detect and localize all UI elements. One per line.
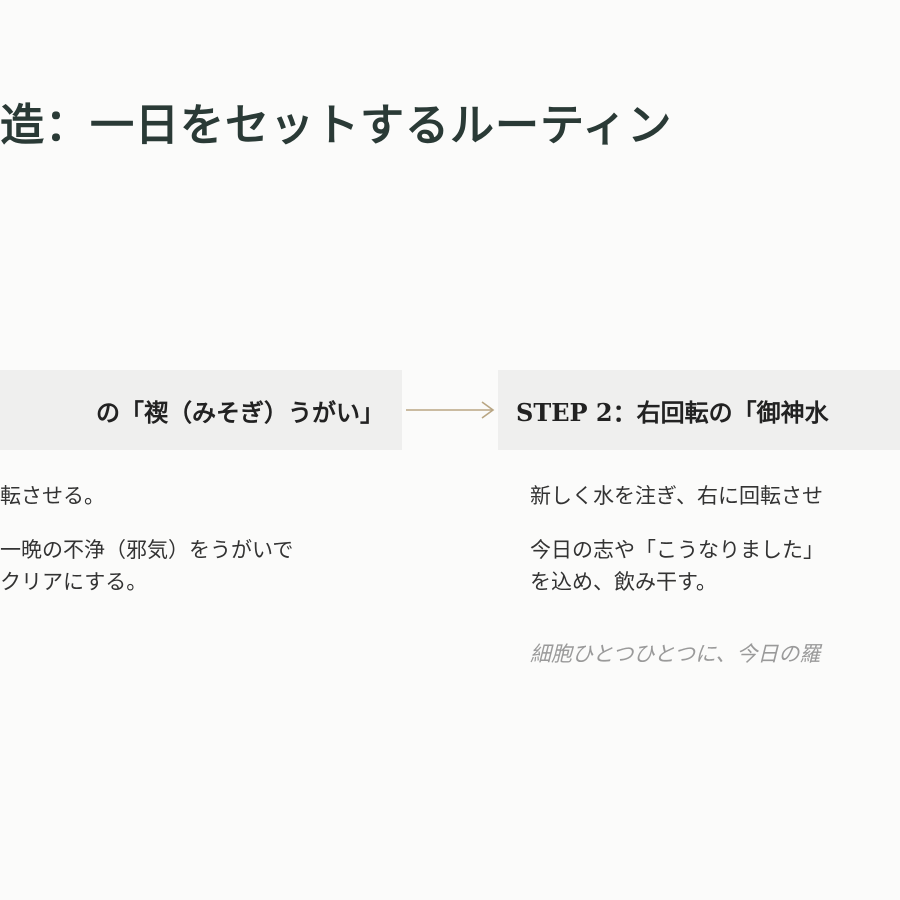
- step-card-2: STEP 2：右回転の「御神水 新しく水を注ぎ、右に回転させ 今日の志や「こうな…: [498, 370, 900, 692]
- step-2-line-3: を込め、飲み干す。: [530, 570, 717, 594]
- step-2-line-2: 今日の志や「こうなりました」: [530, 538, 824, 562]
- step-1-line-1: 転させる。: [0, 484, 105, 508]
- step-1-body: 転させる。 一晩の不浄（邪気）をうがいで クリアにする。: [0, 480, 402, 620]
- step-card-1: の「禊（みそぎ）うがい」 転させる。 一晩の不浄（邪気）をうがいで クリアにする…: [0, 370, 402, 620]
- step-1-line-3: クリアにする。: [0, 570, 148, 594]
- step-1-line-2: 一晩の不浄（邪気）をうがいで: [0, 538, 294, 562]
- page-title: 造：一日をセットするルーティン: [0, 100, 673, 151]
- step-2-note: 細胞ひとつひとつに、今日の羅: [530, 642, 821, 666]
- step-1-header: の「禊（みそぎ）うがい」: [0, 370, 402, 450]
- step-2-header: STEP 2：右回転の「御神水: [498, 370, 900, 450]
- step-2-title: STEP 2：右回転の「御神水: [516, 397, 829, 427]
- step-2-line-1: 新しく水を注ぎ、右に回転させ: [530, 484, 823, 508]
- step-2-body: 新しく水を注ぎ、右に回転させ 今日の志や「こうなりました」 を込め、飲み干す。 …: [498, 480, 900, 692]
- step-1-title: の「禊（みそぎ）うがい」: [96, 397, 384, 427]
- arrow-right-icon: [406, 401, 495, 419]
